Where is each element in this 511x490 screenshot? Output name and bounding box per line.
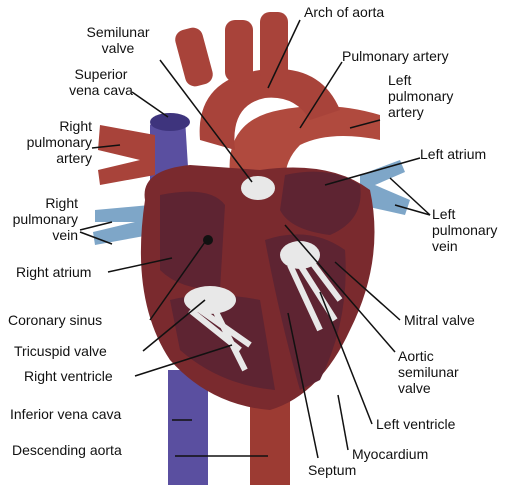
label-right-pulmonary-vein: Right pulmonary vein [12,195,78,243]
chordae-right [188,307,252,372]
label-left-atrium: Left atrium [420,146,487,162]
label-superior-vena-cava: Superior vena cava [69,66,133,98]
aortic-arch-vessel [199,68,340,150]
label-mitral-valve: Mitral valve [404,312,475,328]
aortic-branch-1 [175,27,213,87]
pulmonary-semilunar-valve-shape [241,176,275,200]
left-atrium-chamber [280,171,361,235]
inferior-vena-cava-vessel [168,370,208,485]
label-right-atrium: Right atrium [16,264,92,280]
label-inferior-vena-cava: Inferior vena cava [10,406,122,422]
right-pulmonary-artery-vessel [98,125,155,185]
left-pulmonary-vein-vessel [360,160,410,215]
label-tricuspid-valve: Tricuspid valve [14,343,107,359]
leader-lines [79,19,431,459]
label-coronary-sinus: Coronary sinus [8,312,103,328]
aortic-branch-2 [225,20,253,82]
aortic-branch-3 [260,12,288,82]
label-descending-aorta: Descending aorta [12,442,122,458]
label-right-ventricle: Right ventricle [24,368,113,384]
label-left-ventricle: Left ventricle [376,416,456,432]
pulmonary-artery-vessel [229,106,380,180]
label-aortic-semilunar-valve: Aortic semilunar valve [398,348,459,396]
label-pulmonary-artery: Pulmonary artery [342,48,449,64]
left-ventricle-chamber [265,234,346,390]
right-pulmonary-vein-vessel [93,205,150,245]
label-septum: Septum [308,462,357,478]
right-atrium-chamber [160,191,225,290]
label-arch-of-aorta: Arch of aorta [304,4,385,20]
chordae-left [287,258,343,332]
label-myocardium: Myocardium [352,446,429,462]
label-semilunar-valve: Semilunar valve [86,24,150,56]
label-left-pulmonary-artery: Left pulmonary artery [388,72,454,120]
label-left-pulmonary-vein: Left pulmonary vein [432,206,498,254]
label-right-pulmonary-artery: Right pulmonary artery [26,118,92,166]
